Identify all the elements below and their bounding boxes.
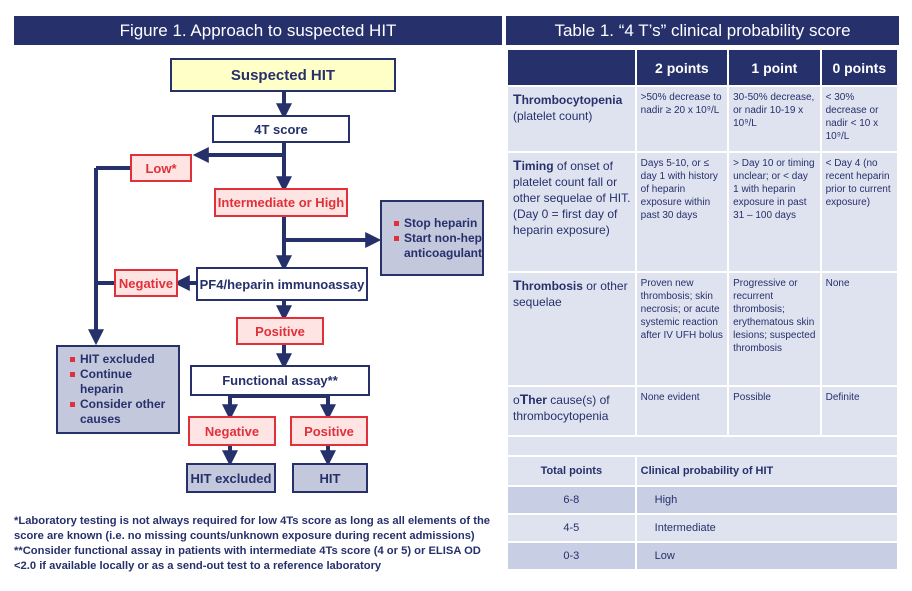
cell-2pts: >50% decrease to nadir ≥ 20 x 10⁹/L: [636, 87, 728, 153]
summary-probability: Low: [636, 543, 897, 571]
stop-heparin-box: Stop heparin Start non-hep anticoagulant: [380, 200, 484, 276]
criterion-initial: T: [513, 277, 522, 293]
4t-score-box: 4T score: [212, 115, 350, 143]
cell-0pts: Definite: [821, 387, 897, 437]
excluded-item-cont: causes: [80, 412, 121, 426]
table-row: Timing of onset of platelet count fall o…: [508, 153, 897, 273]
figure-title: Figure 1. Approach to suspected HIT: [14, 16, 502, 45]
criterion-bold: iming: [521, 159, 554, 173]
criterion-rest: cause(s) of thrombocytopenia: [513, 393, 610, 423]
header-cell: 2 points: [636, 50, 728, 87]
negative-box-1: Negative: [114, 269, 178, 297]
cell-1pt: Possible: [729, 387, 820, 437]
summary-header-cell: Clinical probability of HIT: [636, 457, 897, 487]
footnote-2: **Consider functional assay in patients …: [14, 545, 481, 572]
cell-2pts: Proven new thrombosis; skin necrosis; or…: [636, 273, 728, 387]
header-cell: 0 points: [821, 50, 897, 87]
cell-1pt: 30-50% decrease, or nadir 10-19 x 10⁹/L: [729, 87, 820, 153]
negative-box-2: Negative: [188, 416, 276, 446]
hit-box: HIT: [292, 463, 368, 493]
cell-1pt: Progressive or recurrent thrombosis; ery…: [729, 273, 820, 387]
criterion-initial: T: [513, 157, 522, 173]
suspected-hit-box: Suspected HIT: [170, 58, 396, 92]
table-row: Thrombosis or other sequelae Proven new …: [508, 273, 897, 387]
summary-points: 0-3: [508, 543, 635, 571]
header-cell: 1 point: [729, 50, 820, 87]
criterion-cell: Thrombocytopenia (platelet count): [508, 87, 635, 153]
criterion-rest: of onset of platelet count fall or other…: [513, 159, 631, 237]
cell-0pts: < Day 4 (no recent heparin prior to curr…: [821, 153, 897, 273]
line-functional-split: [228, 394, 330, 405]
cell-2pts: Days 5-10, or ≤ day 1 with history of he…: [636, 153, 728, 273]
intermediate-box: Intermediate or High: [214, 188, 348, 217]
criterion-cell: Timing of onset of platelet count fall o…: [508, 153, 635, 273]
summary-header-cell: Total points: [508, 457, 635, 487]
functional-assay-box: Functional assay**: [190, 365, 370, 396]
cell-2pts: None evident: [636, 387, 728, 437]
criterion-cell: oTher cause(s) of thrombocytopenia: [508, 387, 635, 437]
footnotes: *Laboratory testing is not always requir…: [14, 514, 504, 574]
criterion-bold: hrombosis: [521, 279, 583, 293]
pf4-immunoassay-box: PF4/heparin immunoassay: [196, 267, 368, 301]
stop-item-cont: anticoagulant: [404, 245, 483, 260]
stop-item: Stop heparin: [394, 216, 477, 231]
hit-excluded-box: HIT excluded: [186, 463, 276, 493]
summary-header-row: Total points Clinical probability of HIT: [508, 457, 897, 487]
table-row: oTher cause(s) of thrombocytopenia None …: [508, 387, 897, 437]
criterion-bold: her: [528, 393, 547, 407]
excluded-item: Consider other: [70, 397, 165, 412]
summary-probability: High: [636, 487, 897, 515]
cell-0pts: None: [821, 273, 897, 387]
hit-excluded-box-main: HIT excluded Continue heparin Consider o…: [56, 345, 180, 434]
criterion-pre: o: [513, 393, 520, 407]
criterion-bold: hrombocytopenia: [521, 93, 623, 107]
summary-row: 0-3 Low: [508, 543, 897, 571]
4ts-score-table: 2 points 1 point 0 points Thrombocytopen…: [506, 50, 899, 571]
table-header-row: 2 points 1 point 0 points: [508, 50, 897, 87]
low-box: Low*: [130, 154, 192, 182]
criterion-rest: (platelet count): [513, 109, 593, 123]
header-cell: [508, 50, 635, 87]
positive-box-1: Positive: [236, 317, 324, 345]
criterion-initial: T: [513, 91, 522, 107]
cell-1pt: > Day 10 or timing unclear; or < day 1 w…: [729, 153, 820, 273]
criterion-cell: Thrombosis or other sequelae: [508, 273, 635, 387]
footnote-1: *Laboratory testing is not always requir…: [14, 515, 491, 542]
summary-probability: Intermediate: [636, 515, 897, 543]
summary-row: 6-8 High: [508, 487, 897, 515]
summary-points: 6-8: [508, 487, 635, 515]
table-title: Table 1. “4 T’s” clinical probability sc…: [506, 16, 899, 45]
table-spacer: [508, 437, 897, 457]
excluded-item: Continue heparin: [70, 367, 178, 397]
table-row: Thrombocytopenia (platelet count) >50% de…: [508, 87, 897, 153]
excluded-item: HIT excluded: [70, 352, 155, 367]
cell-0pts: < 30% decrease or nadir < 10 x 10⁹/L: [821, 87, 897, 153]
summary-points: 4-5: [508, 515, 635, 543]
criterion-initial: T: [519, 391, 529, 407]
summary-row: 4-5 Intermediate: [508, 515, 897, 543]
positive-box-2: Positive: [290, 416, 368, 446]
criterion-rest: or other sequelae: [513, 279, 628, 309]
stop-item: Start non-hep: [394, 231, 482, 246]
